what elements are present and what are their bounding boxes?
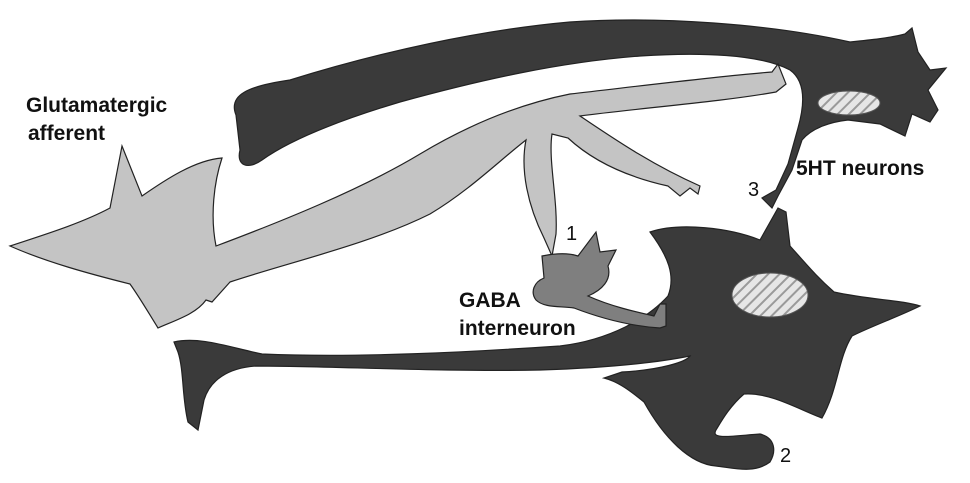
glutamatergic-afferent-label-line2: afferent [28,122,105,145]
gaba-interneuron-label: GABA [459,289,521,312]
site-2-label: 2 [780,445,791,467]
gaba-interneuron-label-line2: interneuron [459,317,576,340]
5ht-neurons-label: 5HT neurons [796,157,924,180]
upper-5ht-nucleus [818,91,880,115]
site-3-label: 3 [748,179,759,201]
lower-5ht-nucleus [732,273,808,317]
glutamatergic-afferent-label: Glutamatergic [26,94,168,117]
site-1-label: 1 [566,223,577,245]
